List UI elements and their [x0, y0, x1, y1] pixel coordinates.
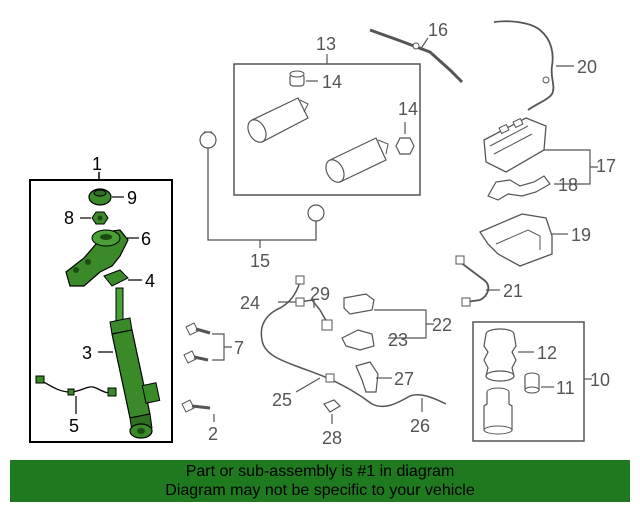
group-box-1 [29, 179, 173, 443]
part-13-cylinder-lower [325, 137, 389, 183]
callout-25[interactable]: 25 [272, 390, 292, 410]
banner-line-2: Diagram may not be specific to your vehi… [165, 482, 475, 499]
part-3-shock-absorber [109, 287, 161, 439]
callout-7[interactable]: 7 [234, 338, 244, 358]
callout-19[interactable]: 19 [571, 225, 591, 245]
part-15-line [199, 131, 325, 241]
part-5-wire-harness [35, 375, 117, 397]
part-2-bolt [181, 399, 211, 413]
callout-4[interactable]: 4 [145, 271, 155, 291]
callout-24[interactable]: 24 [240, 293, 260, 313]
part-6-upper-mount [65, 229, 129, 287]
part-27-bracket [355, 361, 379, 393]
part-28-clip [323, 399, 341, 413]
callout-27[interactable]: 27 [394, 369, 414, 389]
part-14-cap-lower [395, 137, 415, 155]
callout-14-upper[interactable]: 14 [322, 72, 342, 92]
part-16-rod [369, 28, 464, 84]
callout-18[interactable]: 18 [558, 175, 578, 195]
callout-1[interactable]: 1 [92, 154, 102, 174]
part-19-tray [479, 213, 553, 267]
callout-3[interactable]: 3 [82, 343, 92, 363]
part-29-sensor [295, 297, 333, 331]
part-9-cap [88, 188, 112, 206]
callout-14-lower[interactable]: 14 [398, 99, 418, 119]
callout-16[interactable]: 16 [428, 20, 448, 40]
callout-17[interactable]: 17 [596, 156, 616, 176]
part-25-wire-harness [260, 275, 447, 408]
part-17-compressor [483, 117, 547, 173]
banner-line-1: Part or sub-assembly is #1 in diagram [185, 463, 455, 480]
callout-28[interactable]: 28 [322, 428, 342, 448]
callout-23[interactable]: 23 [388, 330, 408, 350]
part-4-gasket [103, 269, 129, 287]
callout-21[interactable]: 21 [503, 281, 523, 301]
callout-29[interactable]: 29 [310, 284, 330, 304]
part-11-bumper [524, 372, 540, 394]
part-20-line [493, 20, 555, 111]
part-21-hose [455, 255, 490, 307]
callout-22[interactable]: 22 [432, 315, 452, 335]
callout-13[interactable]: 13 [316, 34, 336, 54]
callout-12[interactable]: 12 [537, 343, 557, 363]
callout-2[interactable]: 2 [208, 424, 218, 444]
callout-26[interactable]: 26 [410, 416, 430, 436]
callout-10[interactable]: 10 [590, 370, 610, 390]
part-12-air-spring [483, 328, 517, 382]
part-8-nut [91, 211, 109, 225]
callout-9[interactable]: 9 [127, 188, 137, 208]
info-banner: Part or sub-assembly is #1 in diagram Di… [10, 460, 630, 502]
callout-11[interactable]: 11 [556, 378, 575, 398]
callout-5[interactable]: 5 [69, 416, 79, 436]
part-22-module [343, 293, 375, 315]
group-box-10 [472, 321, 585, 442]
part-13-cylinder-upper [247, 97, 309, 143]
part-14-cap-upper [289, 70, 305, 87]
callout-20[interactable]: 20 [577, 57, 597, 77]
part-18-bracket [487, 175, 551, 201]
part-7-bolts [183, 322, 211, 364]
callout-8[interactable]: 8 [64, 208, 74, 228]
callout-6[interactable]: 6 [141, 229, 151, 249]
part-10-piston [483, 387, 513, 435]
part-23-bracket [341, 329, 375, 351]
callout-15[interactable]: 15 [250, 251, 270, 271]
